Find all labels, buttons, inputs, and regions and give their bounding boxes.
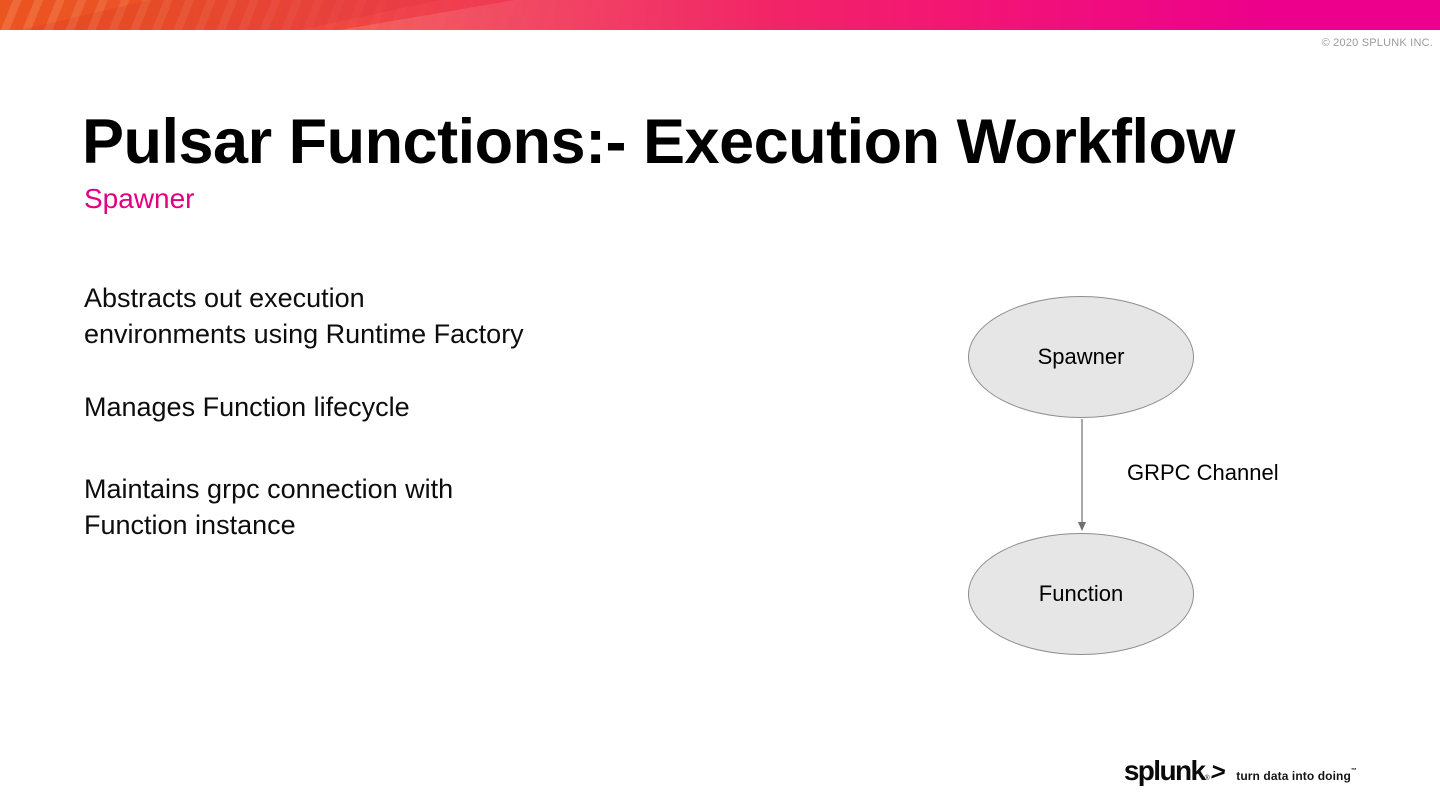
body-line: Manages Function lifecycle — [84, 392, 410, 422]
copyright-text: © 2020 SPLUNK INC. — [1321, 37, 1433, 49]
paragraph-abstracts: Abstracts out execution environments usi… — [84, 280, 644, 352]
diagram-node-function: Function — [968, 533, 1194, 655]
spawner-node-label: Spawner — [1037, 344, 1125, 369]
trademark-mark: ™ — [1350, 768, 1357, 774]
splunk-wordmark: splunk — [1123, 755, 1206, 786]
body-line: Abstracts out execution — [84, 283, 365, 313]
splunk-logo: splunk®> turn data into doing™ — [1123, 755, 1357, 787]
paragraph-manages: Manages Function lifecycle — [84, 389, 644, 425]
body-line: environments using Runtime Factory — [84, 319, 524, 349]
slide-subtitle: Spawner — [84, 183, 195, 214]
body-line: Maintains grpc connection with — [84, 474, 454, 504]
body-line: Function instance — [84, 510, 296, 540]
registered-trademark-mark: ® — [1204, 775, 1210, 782]
splunk-tagline: turn data into doing™ — [1236, 768, 1357, 783]
grpc-arrow-icon — [1078, 419, 1086, 531]
grpc-channel-label: GRPC Channel — [1127, 460, 1279, 485]
paragraph-maintains: Maintains grpc connection with Function … — [84, 471, 644, 543]
body-text: Abstracts out execution environments usi… — [84, 280, 644, 543]
slide-title: Pulsar Functions:- Execution Workflow — [82, 107, 1235, 177]
top-gradient-banner — [0, 0, 1440, 30]
function-node-label: Function — [1038, 581, 1124, 606]
tagline-text: turn data into doing — [1236, 769, 1351, 783]
diagram-node-spawner: Spawner — [968, 296, 1194, 418]
splunk-chevron-icon: > — [1208, 758, 1228, 786]
